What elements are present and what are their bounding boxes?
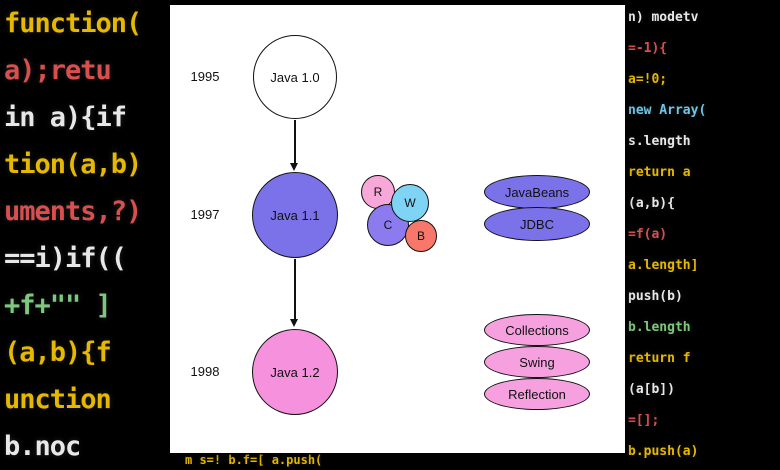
cluster-circle-w: W (391, 184, 429, 222)
node-label: Java 1.1 (270, 207, 320, 223)
node-label: Java 1.2 (270, 364, 320, 380)
java-version-diagram: 1995 1997 1998 Java 1.0 Java 1.1 Java 1.… (170, 5, 625, 453)
ellipse-label: Swing (519, 354, 555, 370)
year-label-1997: 1997 (190, 207, 220, 222)
code-fragment: (a,b){ (628, 196, 675, 211)
code-fragment: return f (628, 351, 691, 366)
cluster-label: W (404, 196, 416, 210)
ellipse-collections: Collections (484, 314, 590, 346)
arrow-line (294, 259, 296, 319)
node-label: Java 1.0 (270, 69, 320, 85)
code-fragment: b.noc (4, 431, 81, 462)
code-fragment: uments,?) (4, 196, 142, 227)
code-fragment: ==i)if(( (4, 243, 127, 274)
code-fragment: b.length (628, 320, 691, 335)
node-java-1-0: Java 1.0 (253, 35, 337, 119)
arrow-head-icon (290, 319, 298, 327)
cluster-circle-r: R (361, 175, 395, 209)
code-fragment: tion(a,b) (4, 149, 142, 180)
ellipse-javabeans: JavaBeans (484, 175, 590, 209)
code-fragment: m s=! b.f=[ a.push( (185, 453, 323, 467)
code-fragment: +f+"" ] (4, 290, 112, 321)
arrow-head-icon (290, 163, 298, 171)
node-java-1-2: Java 1.2 (252, 329, 338, 415)
code-fragment: (a[b]) (628, 382, 675, 397)
code-fragment: function( (4, 8, 142, 39)
code-background-right: n) modetv =-1){ a=!0; new Array( s.lengt… (628, 2, 778, 467)
code-fragment: a=!0; (628, 72, 668, 87)
code-fragment: return a (628, 165, 691, 180)
cluster-label: B (416, 229, 425, 243)
code-fragment: (a,b){f (4, 337, 112, 368)
code-background-left: function( a);retu in a){if tion(a,b) ume… (4, 0, 172, 470)
node-java-1-1: Java 1.1 (252, 172, 338, 258)
code-fragment: b.push(a) (628, 444, 699, 459)
arrow-line (294, 120, 296, 163)
ellipse-label: Collections (505, 322, 569, 338)
ellipse-reflection: Reflection (484, 378, 590, 410)
code-fragment: s.length (628, 134, 691, 149)
ellipse-label: JDBC (520, 216, 554, 232)
ellipse-label: Reflection (508, 386, 566, 402)
year-label-1998: 1998 (190, 364, 220, 379)
cluster-label: R (373, 185, 383, 199)
code-fragment: unction (4, 384, 112, 415)
code-fragment: =-1){ (628, 41, 668, 56)
code-fragment: n) modetv (628, 10, 699, 25)
code-fragment: in a){if (4, 102, 127, 133)
code-fragment: =[]; (628, 413, 660, 428)
code-fragment: =f(a) (628, 227, 668, 242)
year-label-1995: 1995 (190, 69, 220, 84)
cluster-label: C (383, 218, 393, 232)
code-fragment: push(b) (628, 289, 683, 304)
ellipse-jdbc: JDBC (484, 207, 590, 241)
code-fragment: a.length] (628, 258, 699, 273)
code-fragment: new Array( (628, 103, 707, 118)
ellipse-swing: Swing (484, 346, 590, 378)
code-fragment: a);retu (4, 55, 112, 86)
cluster-circle-b: B (405, 220, 437, 252)
ellipse-label: JavaBeans (504, 184, 570, 200)
